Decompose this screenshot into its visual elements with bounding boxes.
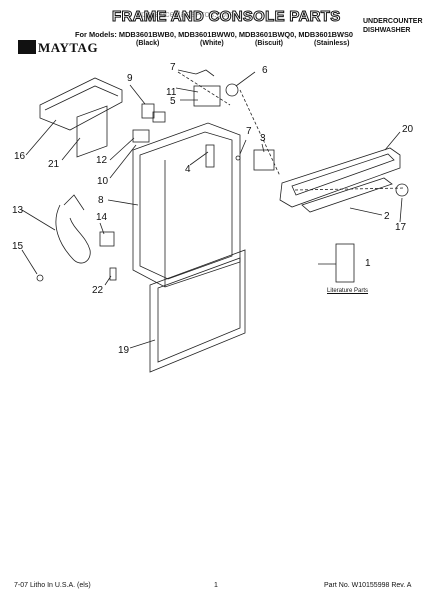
switch-part-9 (141, 103, 155, 119)
callout-4: 4 (185, 164, 191, 175)
callout-17: 17 (395, 222, 407, 233)
console-bracket-part (39, 77, 123, 131)
maytag-logo-icon (18, 40, 36, 54)
knob-part-6 (225, 83, 239, 97)
callout-7a: 7 (170, 62, 176, 73)
callout-14: 14 (96, 212, 108, 223)
callout-6: 6 (262, 65, 268, 76)
footer-page-number: 1 (214, 582, 218, 589)
callout-19: 19 (118, 345, 130, 356)
callout-5: 5 (170, 96, 176, 107)
switch-part-12 (132, 129, 150, 143)
callout-20: 20 (402, 124, 414, 135)
footer-litho: 7-07 Litho In U.S.A. (els) (14, 582, 91, 589)
screw-part-15 (36, 274, 44, 282)
brand-logo: MAYTAG (38, 40, 99, 55)
models-line: For Models: MDB3601BWB0, MDB3601BWW0, MD… (75, 30, 354, 39)
subtitle-line-1: UNDERCOUNTER (363, 18, 423, 25)
callout-21: 21 (48, 159, 60, 170)
clip-part-22 (109, 267, 117, 281)
callout-7b: 7 (246, 126, 252, 137)
callout-8: 8 (98, 195, 104, 206)
finish-white: (White) (200, 40, 224, 47)
sensor-part-14 (99, 231, 115, 247)
callout-16: 16 (14, 151, 26, 162)
callout-2: 2 (384, 211, 390, 222)
callout-22: 22 (92, 285, 104, 296)
console-panel-part (279, 147, 401, 208)
knob-part-17 (395, 183, 409, 197)
callout-1: 1 (365, 258, 371, 269)
control-board-part-3 (253, 149, 275, 171)
vent-part-4 (205, 144, 215, 168)
finish-biscuit: (Biscuit) (255, 40, 283, 47)
door-frame-part (132, 122, 241, 288)
overlay-part-2 (301, 177, 393, 213)
switch-part-11 (152, 111, 166, 123)
callout-10: 10 (97, 176, 109, 187)
footer-part-number: Part No. W10155998 Rev. A (324, 582, 412, 589)
finish-stainless: (Stainless) (314, 40, 350, 47)
subtitle-line-2: DISHWASHER (363, 27, 411, 34)
outer-door-panel-part (149, 249, 246, 373)
callout-12: 12 (96, 155, 108, 166)
wire-harness-part (55, 204, 91, 264)
literature-parts-label: Literature Parts (327, 288, 369, 294)
callout-11: 11 (166, 87, 177, 98)
callout-9: 9 (127, 73, 133, 84)
page-title: FRAME AND CONSOLE PARTS (112, 8, 341, 26)
door-latch-part (193, 85, 221, 107)
callout-3: 3 (260, 133, 266, 144)
screw-part-7 (235, 155, 241, 161)
literature-booklet-part (335, 243, 355, 283)
insulation-pad-part (76, 105, 108, 158)
callout-15: 15 (12, 241, 24, 252)
finish-black: (Black) (136, 40, 160, 47)
watermark: AppliancePartsPros.com (135, 9, 234, 19)
callout-13: 13 (12, 205, 24, 216)
